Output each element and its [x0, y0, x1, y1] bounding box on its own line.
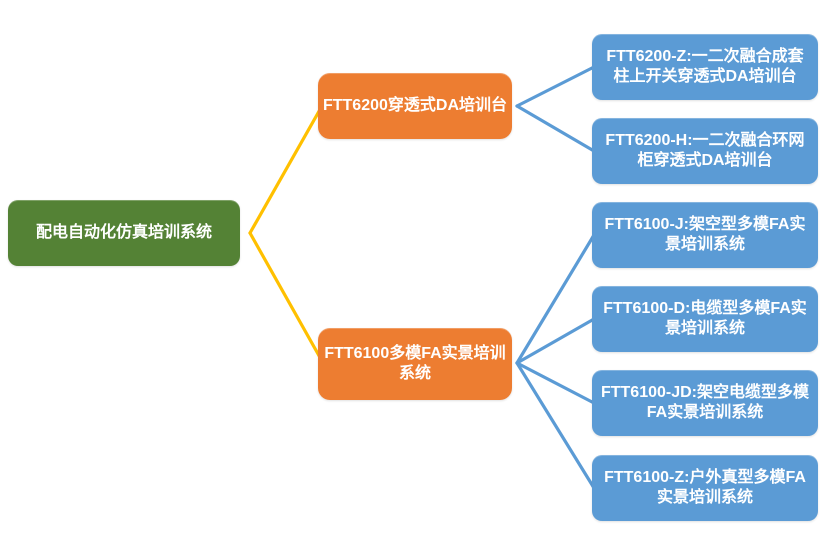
leaf-node-ftt6200-h: FTT6200-H:一二次融合环网柜穿透式DA培训台: [592, 118, 818, 184]
leaf-node-ftt6100-z: FTT6100-Z:户外真型多模FA实景培训系统: [592, 455, 818, 521]
branch-node-ftt6200: FTT6200穿透式DA培训台: [318, 73, 512, 139]
connector-branch2-leaf5: [515, 361, 596, 490]
connector-root-branch1: [248, 104, 324, 235]
connector-branch2-leaf2: [515, 233, 596, 365]
branch-node-ftt6100: FTT6100多模FA实景培训系统: [318, 328, 512, 400]
connector-branch2-leaf4: [515, 361, 596, 405]
connector-branch1-leaf0: [515, 65, 596, 108]
leaf-node-ftt6100-d: FTT6100-D:电缆型多模FA实景培训系统: [592, 286, 818, 352]
root-node-training-system: 配电自动化仿真培训系统: [8, 200, 240, 266]
connector-root-branch2: [248, 231, 324, 363]
leaf-node-ftt6200-z: FTT6200-Z:一二次融合成套柱上开关穿透式DA培训台: [592, 34, 818, 100]
leaf-node-ftt6100-j: FTT6100-J:架空型多模FA实景培训系统: [592, 202, 818, 268]
connector-branch1-leaf1: [515, 104, 596, 153]
connector-branch2-leaf3: [515, 317, 596, 365]
leaf-node-ftt6100-jd: FTT6100-JD:架空电缆型多模FA实景培训系统: [592, 370, 818, 436]
